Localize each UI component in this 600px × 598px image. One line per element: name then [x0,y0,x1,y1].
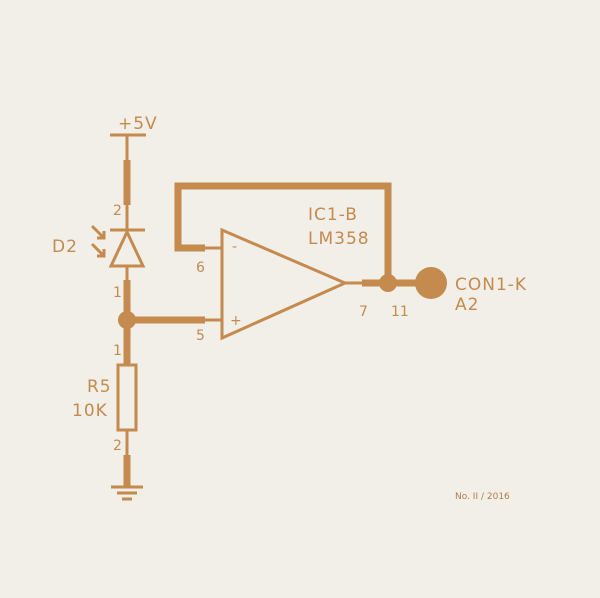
connector-pad [415,267,447,299]
junction-dot [379,274,397,292]
photodiode-symbol [90,224,146,268]
pin-label: 7 [359,304,368,320]
minus-sign: - [232,239,237,255]
footer-label: No. II / 2016 [455,492,510,502]
pin-label: 11 [391,304,409,320]
ic-part-label: LM358 [308,229,370,249]
feedback-wire [174,182,392,283]
ground-icon [111,485,143,501]
pin-label: 2 [113,438,122,454]
pin-label: 1 [113,343,122,359]
opamp-symbol [220,227,349,341]
resistor-symbol [116,363,138,432]
connector-ref-label: CON1-K [455,275,527,295]
pin-label: 1 [113,285,122,301]
resistor-value-label: 10K [72,401,108,421]
pin-label: 2 [113,203,122,219]
pin-label: 6 [196,260,205,276]
resistor-ref-label: R5 [87,377,112,397]
pin-label: 5 [196,328,205,344]
ic-ref-label: IC1-B [308,205,358,225]
junction-dot [118,311,136,329]
plus-sign: + [230,313,242,329]
connector-pin-label: A2 [455,295,479,315]
diode-label: D2 [52,237,78,257]
supply-label: +5V [118,114,158,134]
